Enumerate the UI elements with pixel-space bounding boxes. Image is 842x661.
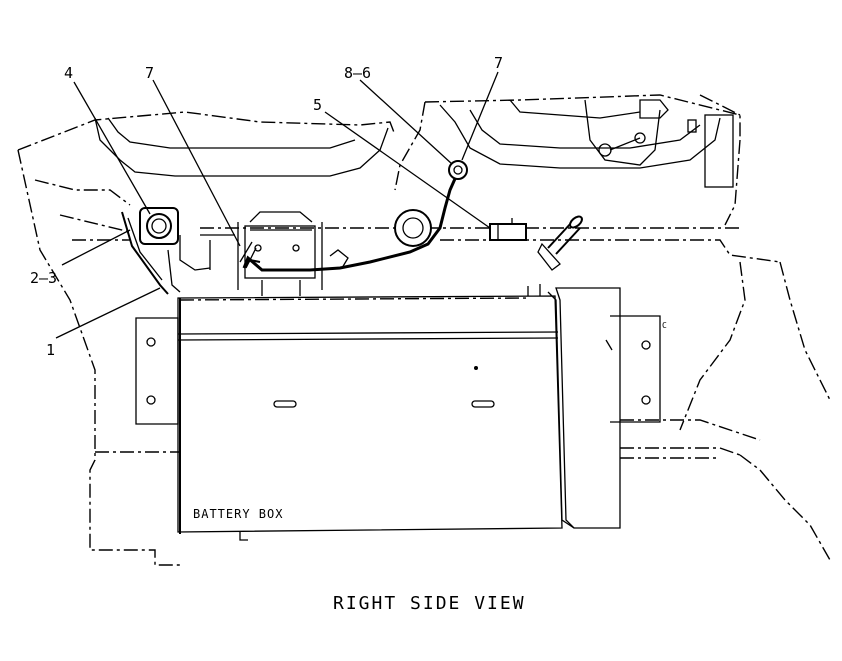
left-bracket-assembly xyxy=(121,207,235,295)
battery-box xyxy=(135,284,661,541)
small-mark-c: C xyxy=(662,321,668,330)
engine-hood-contour xyxy=(94,99,734,188)
top-mounted-unit xyxy=(237,211,323,296)
callout-5: 5 xyxy=(313,96,322,114)
battery-box-label: BATTERY BOX xyxy=(193,507,283,521)
view-caption: RIGHT SIDE VIEW xyxy=(333,593,526,614)
machine-frame-outline xyxy=(17,94,831,566)
leader-lines xyxy=(55,71,499,339)
callout-7-right: 7 xyxy=(494,54,503,72)
callout-1: 1 xyxy=(46,341,55,359)
callout-labels: 4 7 8–6 7 5 2–3 1 xyxy=(30,54,503,359)
wire-harness xyxy=(239,160,583,272)
callout-4: 4 xyxy=(64,64,73,82)
callout-8-6: 8–6 xyxy=(344,64,371,82)
callout-7-left: 7 xyxy=(145,64,154,82)
callout-2-3: 2–3 xyxy=(30,269,57,287)
pivot-wheel xyxy=(394,209,432,247)
